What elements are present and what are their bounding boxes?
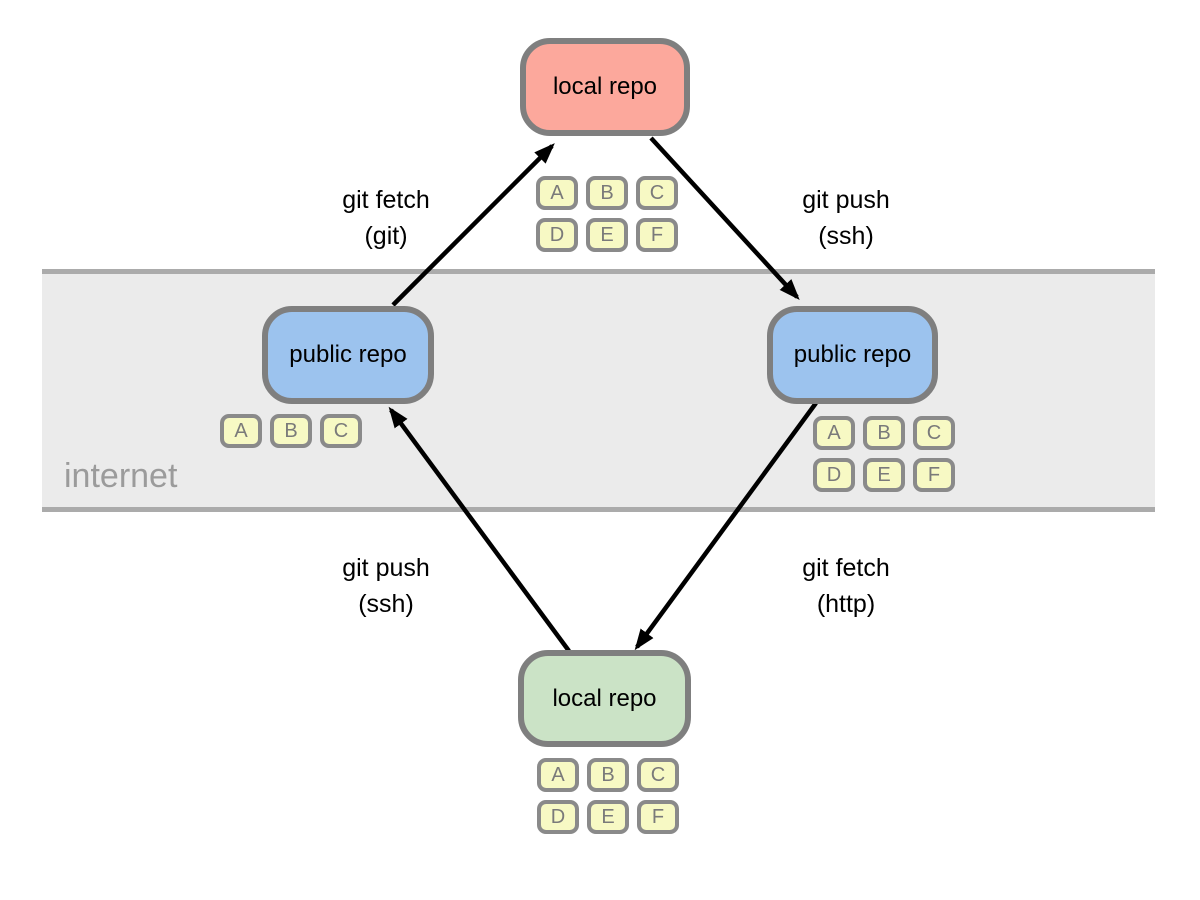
commit-box: B xyxy=(863,416,905,450)
edge-label-line1: git fetch xyxy=(342,186,430,214)
node-public-repo-left: public repo xyxy=(262,306,434,404)
commit-group-public-left: A B C xyxy=(220,414,362,448)
commit-group-local-top: A B C D E F xyxy=(536,176,678,252)
node-label: public repo xyxy=(289,341,407,368)
node-label: public repo xyxy=(793,341,912,368)
node-local-repo-top: local repo xyxy=(520,38,690,136)
arrow-git-push-ssh-bottom xyxy=(388,406,571,653)
node-label: local repo xyxy=(552,684,657,712)
arrow-git-fetch-git xyxy=(391,143,555,307)
commit-box: C xyxy=(637,758,679,792)
node-label: local repo xyxy=(552,73,658,100)
arrow-git-push-ssh-top xyxy=(649,136,800,300)
commit-box: B xyxy=(270,414,312,448)
commit-box: C xyxy=(913,416,955,450)
commit-box: F xyxy=(637,800,679,834)
edge-label-git-push-ssh-top: git push (ssh) xyxy=(802,182,890,254)
edge-label-line2: (http) xyxy=(816,590,876,618)
node-public-repo-right: public repo xyxy=(767,306,938,404)
commit-box: E xyxy=(587,800,629,834)
node-local-repo-bottom: local repo xyxy=(518,650,691,747)
commit-box: F xyxy=(913,458,955,492)
arrow-git-fetch-http xyxy=(634,401,818,651)
commit-box: F xyxy=(636,218,678,252)
edge-label-line1: git push xyxy=(802,186,890,214)
commit-box: A xyxy=(813,416,855,450)
edge-label-line2: (ssh) xyxy=(358,590,414,618)
edge-label-line2: (ssh) xyxy=(818,222,874,250)
commit-box: A xyxy=(220,414,262,448)
commit-box: D xyxy=(536,218,578,252)
commit-group-public-right: A B C D E F xyxy=(813,416,955,492)
commit-box: A xyxy=(537,758,579,792)
edge-label-git-push-ssh-bottom: git push (ssh) xyxy=(342,550,430,622)
commit-box: B xyxy=(586,176,628,210)
edge-label-line1: git fetch xyxy=(802,554,890,582)
internet-label: internet xyxy=(64,457,178,495)
commit-box: C xyxy=(320,414,362,448)
edge-label-git-fetch-git: git fetch (git) xyxy=(342,182,430,254)
commit-box: D xyxy=(813,458,855,492)
commit-group-local-bottom: A B C D E F xyxy=(537,758,679,834)
commit-box: B xyxy=(587,758,629,792)
commit-box: E xyxy=(586,218,628,252)
internet-band xyxy=(42,269,1155,512)
commit-box: E xyxy=(863,458,905,492)
edge-label-line1: git push xyxy=(342,554,430,582)
edge-label-line2: (git) xyxy=(364,222,408,250)
commit-box: C xyxy=(636,176,678,210)
commit-box: D xyxy=(537,800,579,834)
commit-box: A xyxy=(536,176,578,210)
edge-label-git-fetch-http: git fetch (http) xyxy=(802,550,890,622)
